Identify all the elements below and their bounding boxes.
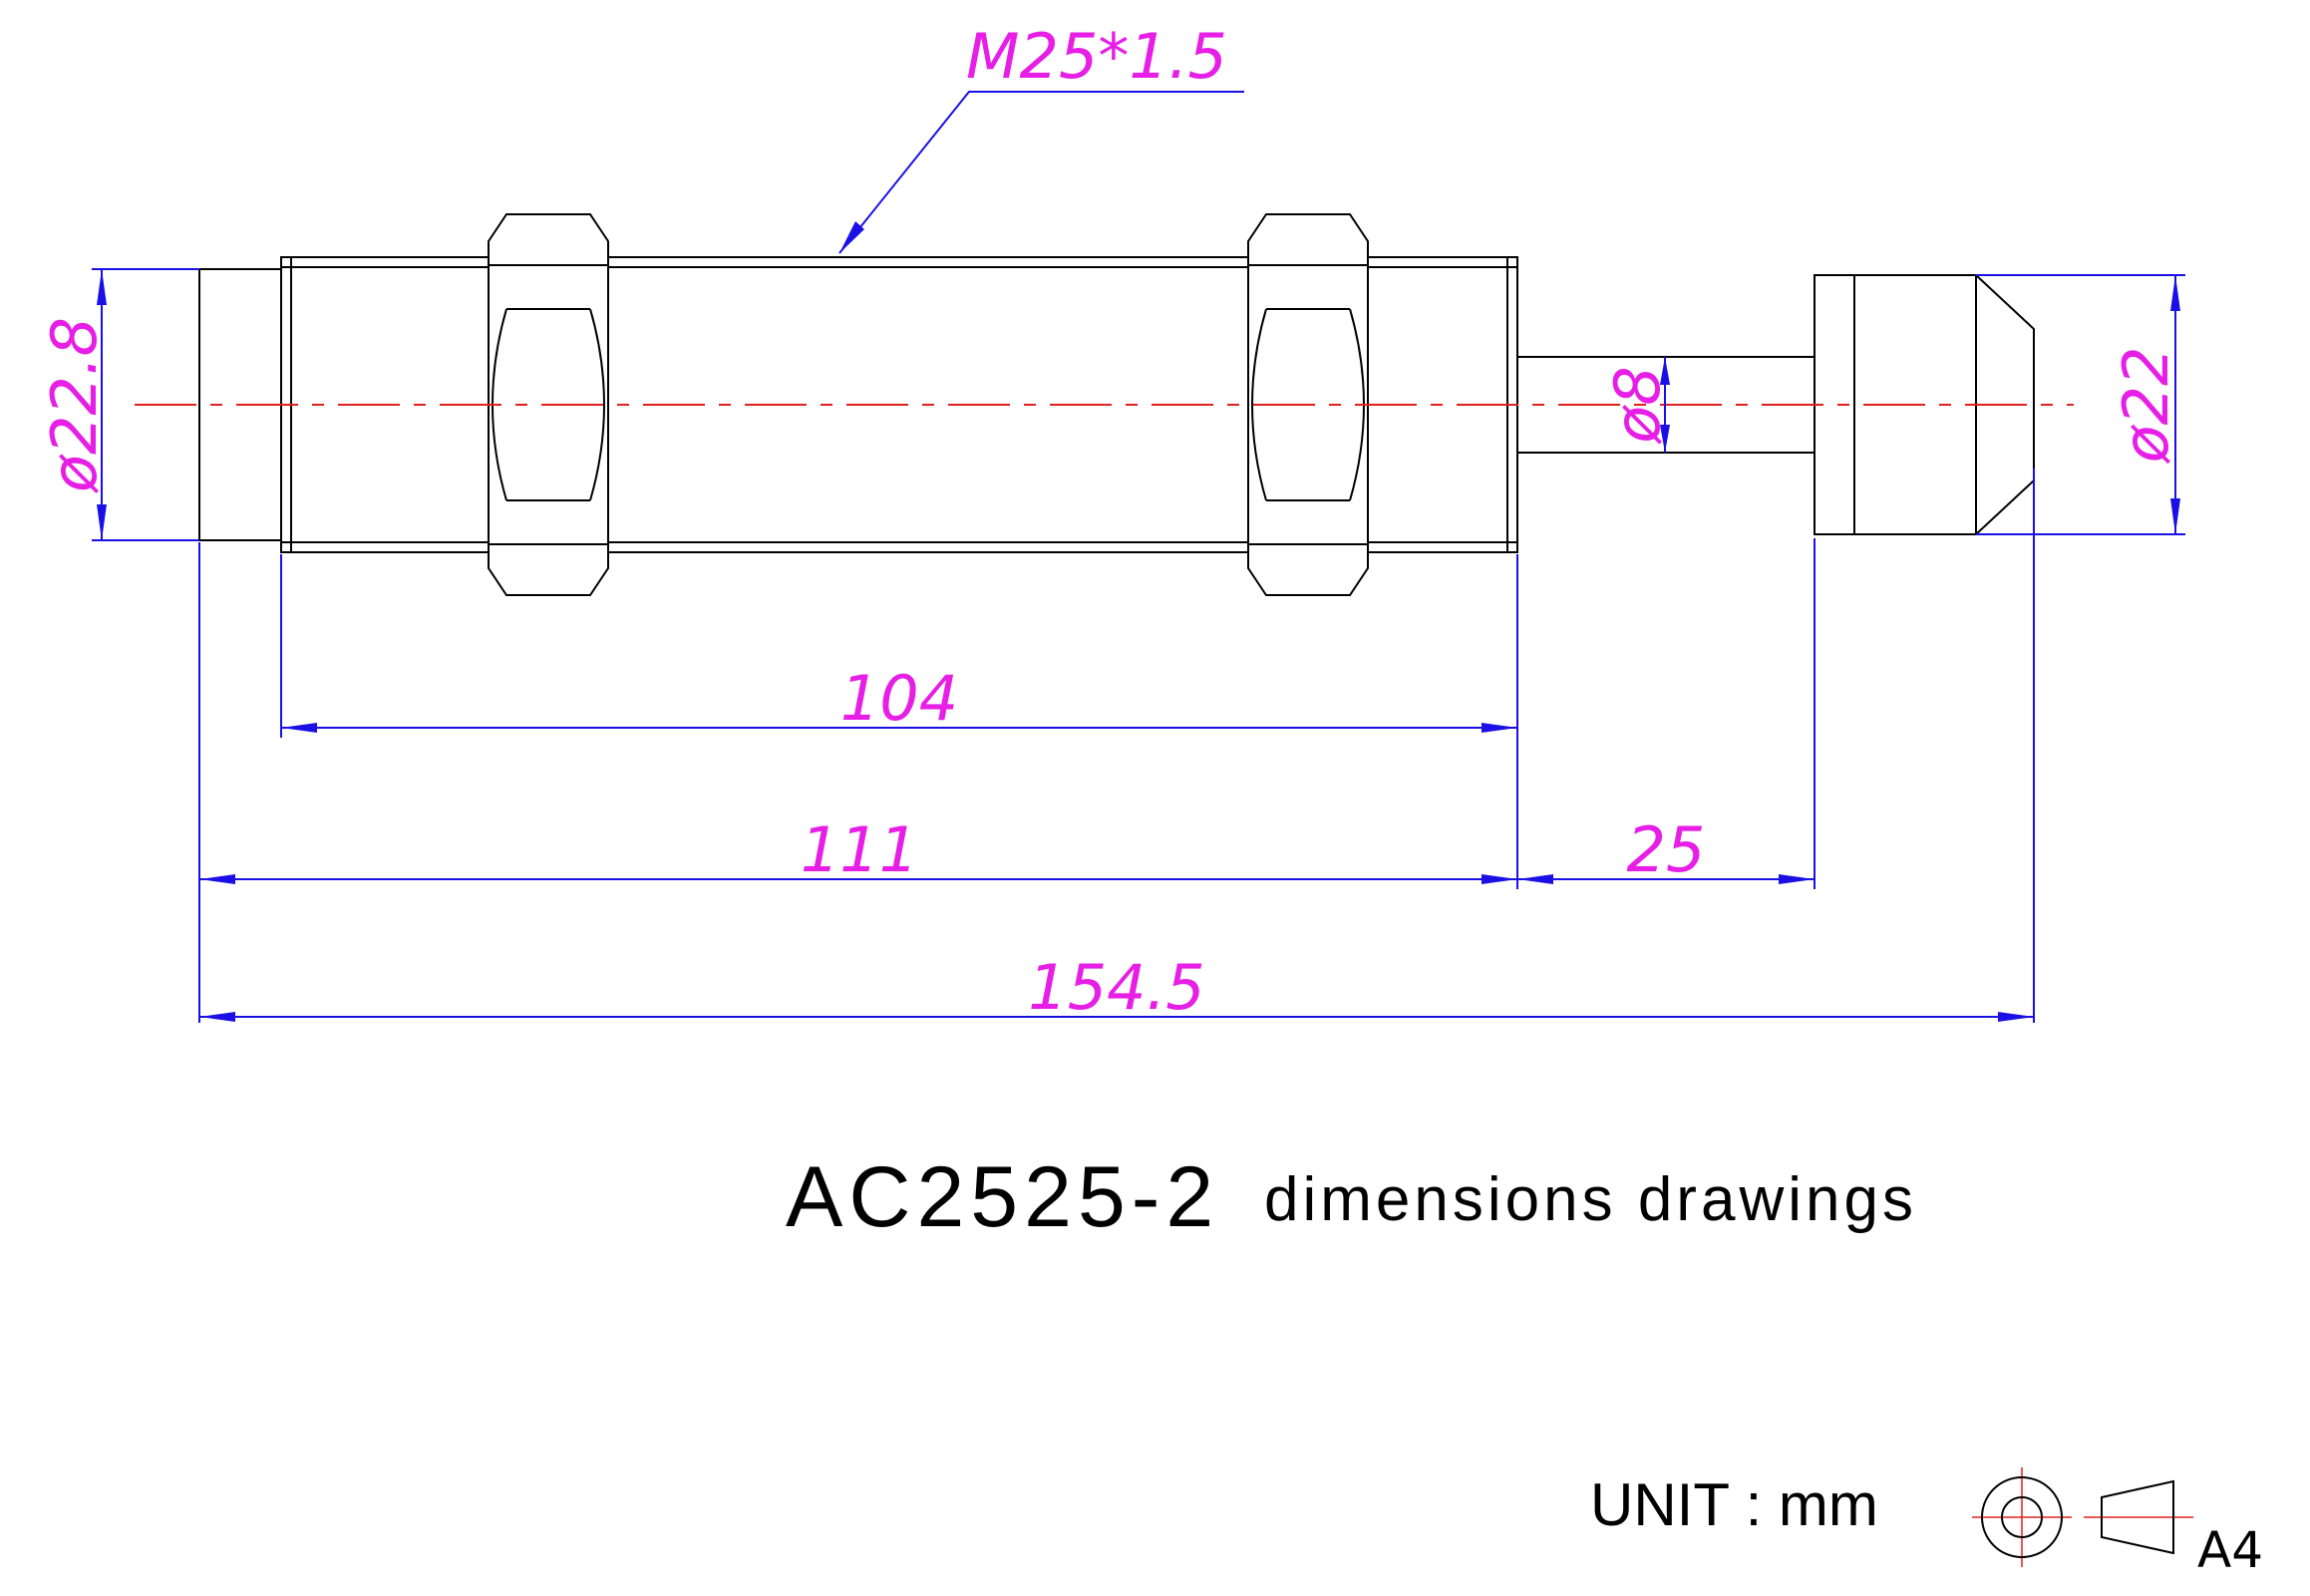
cap-diameter-label: ø22 [2110,347,2182,465]
footer: UNIT : mm A4 [1590,1467,2263,1579]
stroke-label: 25 [1627,813,1706,886]
thread-callout-label: M25*1.5 [966,20,1227,93]
body-diameter-label: ø22.8 [38,317,111,493]
body-length-label: 111 [801,813,918,886]
model-title: AC2525-2 [786,1149,1219,1245]
drawing-description: dimensions drawings [1264,1165,1917,1234]
thread-length-label: 104 [840,662,958,735]
title-block: AC2525-2 dimensions drawings [786,1149,1917,1245]
rod-diameter-label: ø8 [1601,366,1674,444]
overall-length-label: 154.5 [1028,951,1205,1024]
sheet-size-label: A4 [2197,1521,2263,1579]
first-angle-projection-icon [1972,1467,2193,1567]
dimension-lines [92,91,2185,1023]
unit-label: UNIT : mm [1590,1471,1878,1538]
dimension-labels: M25*1.5 104 111 25 154.5 ø22.8 ø8 ø22 [38,20,2182,1024]
